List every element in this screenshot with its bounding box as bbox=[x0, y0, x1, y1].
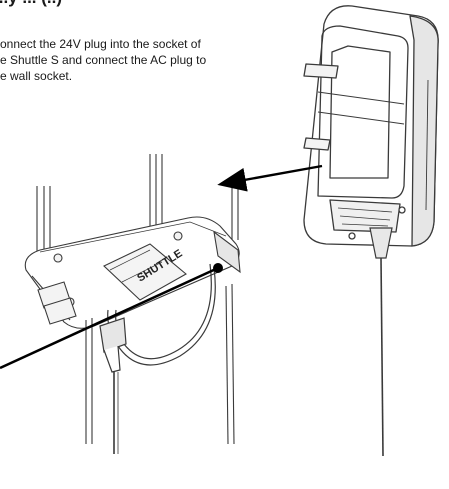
power-adapter bbox=[303, 5, 439, 247]
instruction-line-2: e Shuttle S and connect the AC plug to bbox=[0, 53, 207, 67]
adapter-plug bbox=[369, 227, 393, 457]
power-cable bbox=[99, 263, 216, 454]
instruction-line-3: e wall socket. bbox=[0, 69, 73, 83]
shuttle-unit bbox=[24, 154, 241, 445]
instruction-text: onnect the 24V plug into the socket of e… bbox=[0, 36, 300, 84]
callout-line bbox=[0, 263, 223, 370]
instruction-line-1: onnect the 24V plug into the socket of bbox=[0, 37, 201, 51]
connection-arrow bbox=[217, 164, 323, 192]
section-heading: ...y ... (..) bbox=[0, 0, 62, 8]
